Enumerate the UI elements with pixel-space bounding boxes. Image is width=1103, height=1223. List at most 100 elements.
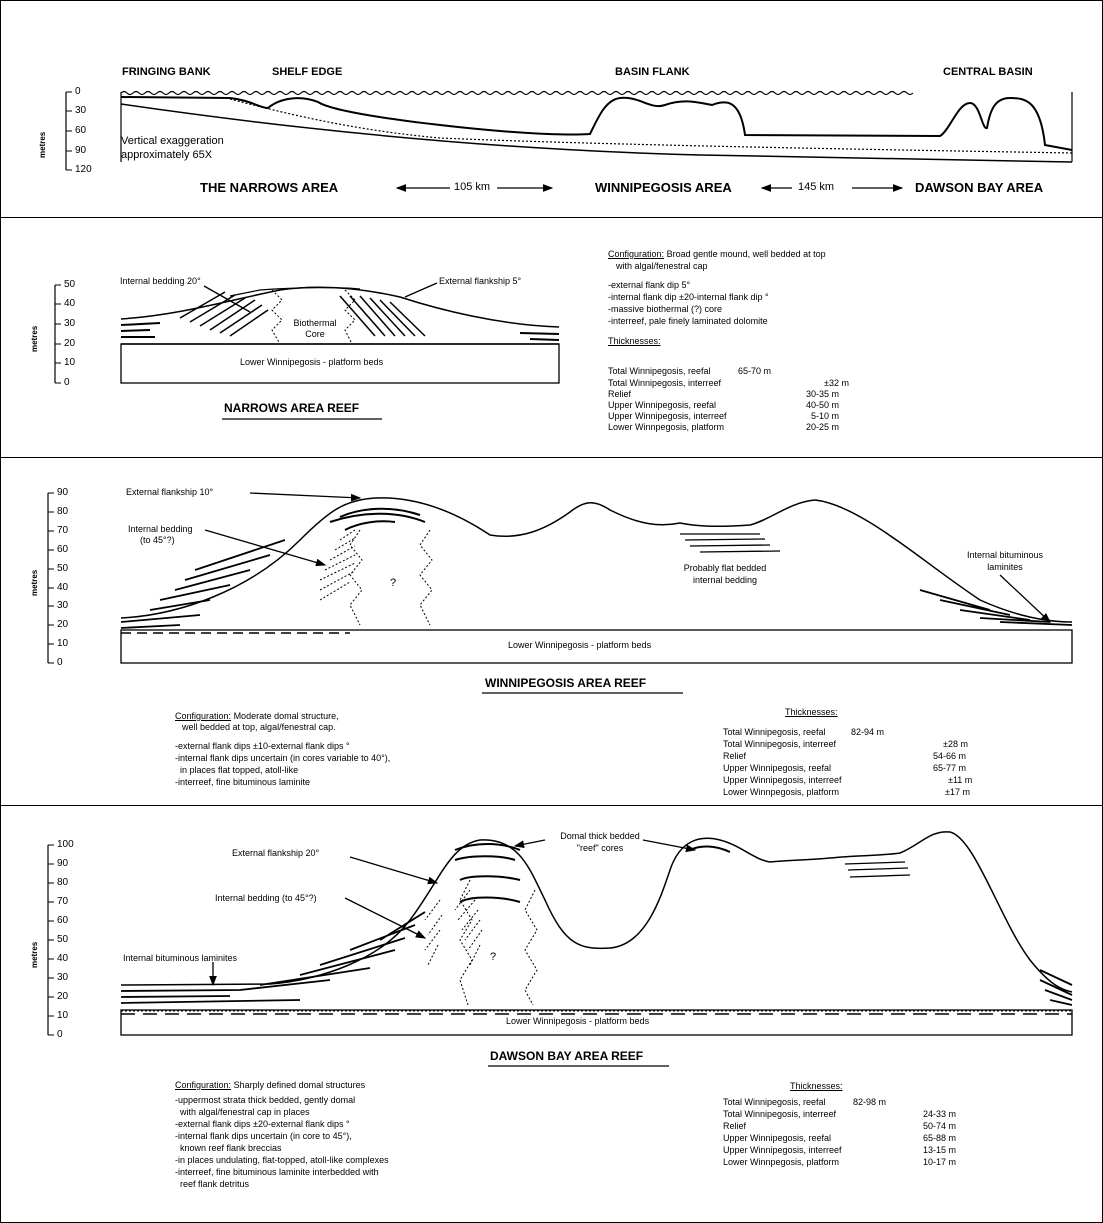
tick-label: 10 (57, 1010, 69, 1021)
thickness-value: 13-15 m (923, 1145, 957, 1155)
config-text: Moderate domal structure, (233, 711, 339, 721)
panel-title: WINNIPEGOSIS AREA REEF (485, 676, 647, 690)
tick-label: 20 (64, 338, 76, 349)
flat-bedding-label: internal bedding (692, 575, 758, 585)
bituminous-laminites-label: laminites (987, 562, 1023, 572)
platform-label: Lower Winnipegosis - platform beds (240, 357, 384, 367)
tick-label: 30 (75, 105, 87, 116)
config-bullet: -uppermost strata thick bedded, gently d… (175, 1095, 356, 1105)
exaggeration-note: Vertical exaggeration (121, 135, 224, 147)
tick-label: 30 (64, 318, 76, 329)
thicknesses-heading: Thicknesses: (785, 707, 838, 717)
config-text: well bedded at top, algal/fenestral cap. (182, 722, 336, 732)
thickness-key: Upper Winnipegosis, interreef (723, 775, 842, 785)
thickness-value: 20-25 m (806, 422, 840, 432)
tick-label: 70 (57, 896, 69, 907)
tick-label: 120 (75, 164, 92, 175)
thickness-key: Total Winnipegosis, reefal (723, 727, 826, 737)
config-bullet: -in places undulating, flat-topped, atol… (175, 1155, 389, 1165)
tick-label: 0 (57, 1029, 63, 1040)
thickness-row: Lower Winnpegosis, platform 10-17 m (723, 1157, 956, 1168)
tick-label: 50 (64, 279, 76, 290)
thickness-value: 65-88 m (923, 1133, 957, 1143)
thickness-key: Lower Winnpegosis, platform (608, 422, 725, 432)
external-flankship-label: External flankship 20° (232, 848, 320, 858)
tick-label: 30 (57, 600, 69, 611)
tick-label: 50 (57, 934, 69, 945)
config-bullet: in places flat topped, atoll-like (175, 765, 299, 775)
config-bullet: -interreef, fine bituminous laminite (175, 777, 311, 787)
internal-bedding-label: Internal bedding (128, 524, 193, 534)
core-label: Biothermal (293, 318, 337, 328)
config-bullet: -external flank dips ±10-external flank … (175, 741, 350, 751)
thickness-value: 54-66 m (933, 751, 967, 761)
internal-bedding-label: (to 45°?) (140, 535, 175, 545)
thickness-row: Relief 50-74 m (723, 1121, 956, 1132)
tick-label: 40 (64, 298, 76, 309)
tick-label: 40 (57, 582, 69, 593)
panel-divider (0, 457, 1103, 458)
tick-label: 60 (57, 544, 69, 555)
narrows-area-label: THE NARROWS AREA (200, 180, 339, 195)
config-bullet: -internal flank dips uncertain (in cores… (175, 753, 391, 763)
thickness-row: Total Winnipegosis, interreef±28 m (723, 739, 968, 750)
thickness-key: Upper Winnipegosis, reefal (723, 763, 832, 773)
thickness-key: Lower Winnpegosis, platform (723, 1157, 840, 1167)
flat-bedding-label: Probably flat bedded (683, 563, 767, 573)
y-axis-label: metres (30, 325, 39, 352)
config-bullet: known reef flank breccias (175, 1143, 282, 1153)
internal-bedding-label: Internal bedding 20° (120, 276, 201, 286)
config-bullet: reef flank detritus (175, 1179, 250, 1189)
internal-bedding-label: Internal bedding (to 45°?) (215, 893, 317, 903)
tick-label: 0 (64, 377, 70, 388)
panel-title: NARROWS AREA REEF (224, 401, 360, 415)
panel2-section (54, 282, 560, 420)
thickness-key: Relief (608, 389, 632, 399)
domal-cores-label: "reef" cores (576, 843, 624, 853)
config-bullet: -interreef, pale finely laminated dolomi… (608, 316, 768, 326)
distance-label: 105 km (454, 181, 491, 193)
thickness-key: Upper Winnipegosis, interreef (723, 1145, 842, 1155)
config-bullet: -internal flank dips uncertain (in core … (175, 1131, 352, 1141)
fringing-bank-label: FRINGING BANK (122, 66, 211, 78)
tick-label: 50 (57, 563, 69, 574)
thickness-row: Upper Winnipegosis, interreef 13-15 m (723, 1145, 956, 1156)
tick-label: 20 (57, 991, 69, 1002)
uncertain-core-mark: ? (490, 951, 497, 963)
thickness-key: Total Winnipegosis, reefal (723, 1097, 826, 1107)
tick-label: 80 (57, 877, 69, 888)
tick-label: 0 (57, 657, 63, 668)
thicknesses-heading: Thicknesses: (790, 1081, 843, 1091)
thickness-row: Lower Winnpegosis, platform 20-25 m (608, 422, 839, 433)
thickness-key: Total Winnipegosis, reefal (608, 366, 711, 376)
tick-label: 0 (75, 86, 81, 97)
y-axis-label: metres (30, 569, 39, 596)
panel-divider (0, 805, 1103, 806)
panel4-section (47, 831, 1073, 1067)
tick-label: 80 (57, 506, 69, 517)
config-bullet: -interreef, fine bituminous laminite int… (175, 1167, 379, 1177)
thickness-value: ±17 m (945, 787, 970, 797)
core-label: Core (305, 329, 325, 339)
thickness-row: Upper Winnipegosis, interreef±11 m (723, 775, 972, 786)
tick-label: 10 (57, 638, 69, 649)
platform-label: Lower Winnipegosis - platform beds (508, 640, 652, 650)
thickness-row: Lower Winnpegosis, platform±17 m (723, 787, 970, 798)
thickness-row: Total Winnipegosis, interreef±32 m (608, 378, 849, 389)
tick-label: 70 (57, 525, 69, 536)
thickness-key: Total Winnipegosis, interreef (723, 739, 837, 749)
tick-label: 100 (57, 839, 74, 850)
config-heading: Configuration: Moderate domal structure, (175, 711, 339, 722)
thickness-key: Relief (723, 1121, 747, 1131)
tick-label: 90 (75, 145, 87, 156)
config-bullet: -external flank dips ±20-external flank … (175, 1119, 350, 1129)
thickness-value: 50-74 m (923, 1121, 957, 1131)
thickness-value: 10-17 m (923, 1157, 957, 1167)
config-heading: Configuration: Broad gentle mound, well … (608, 249, 826, 260)
